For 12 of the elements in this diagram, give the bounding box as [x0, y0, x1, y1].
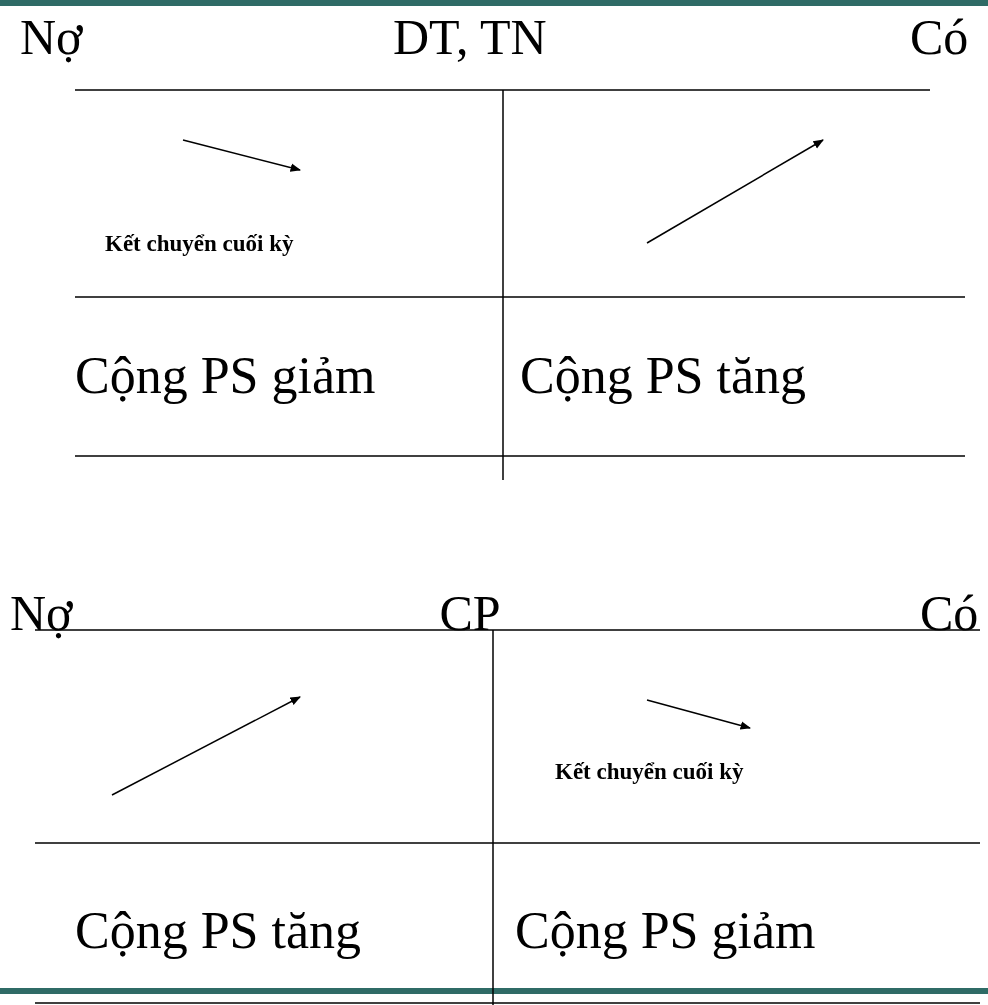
- debit-label: Nợ: [20, 12, 83, 62]
- note: Kết chuyển cuối kỳ: [555, 760, 744, 783]
- account-name: DT, TN: [393, 12, 547, 62]
- credit-label: Có: [920, 588, 979, 638]
- account-name: CP: [439, 588, 501, 638]
- total-label: Cộng PS giảm: [515, 905, 816, 957]
- total-label: Cộng PS tăng: [520, 350, 807, 402]
- total-label: Cộng PS giảm: [75, 350, 376, 402]
- debit-label: Nợ: [10, 588, 73, 638]
- total-label: Cộng PS tăng: [75, 905, 362, 957]
- credit-label: Có: [910, 12, 969, 62]
- note: Kết chuyển cuối kỳ: [105, 232, 294, 255]
